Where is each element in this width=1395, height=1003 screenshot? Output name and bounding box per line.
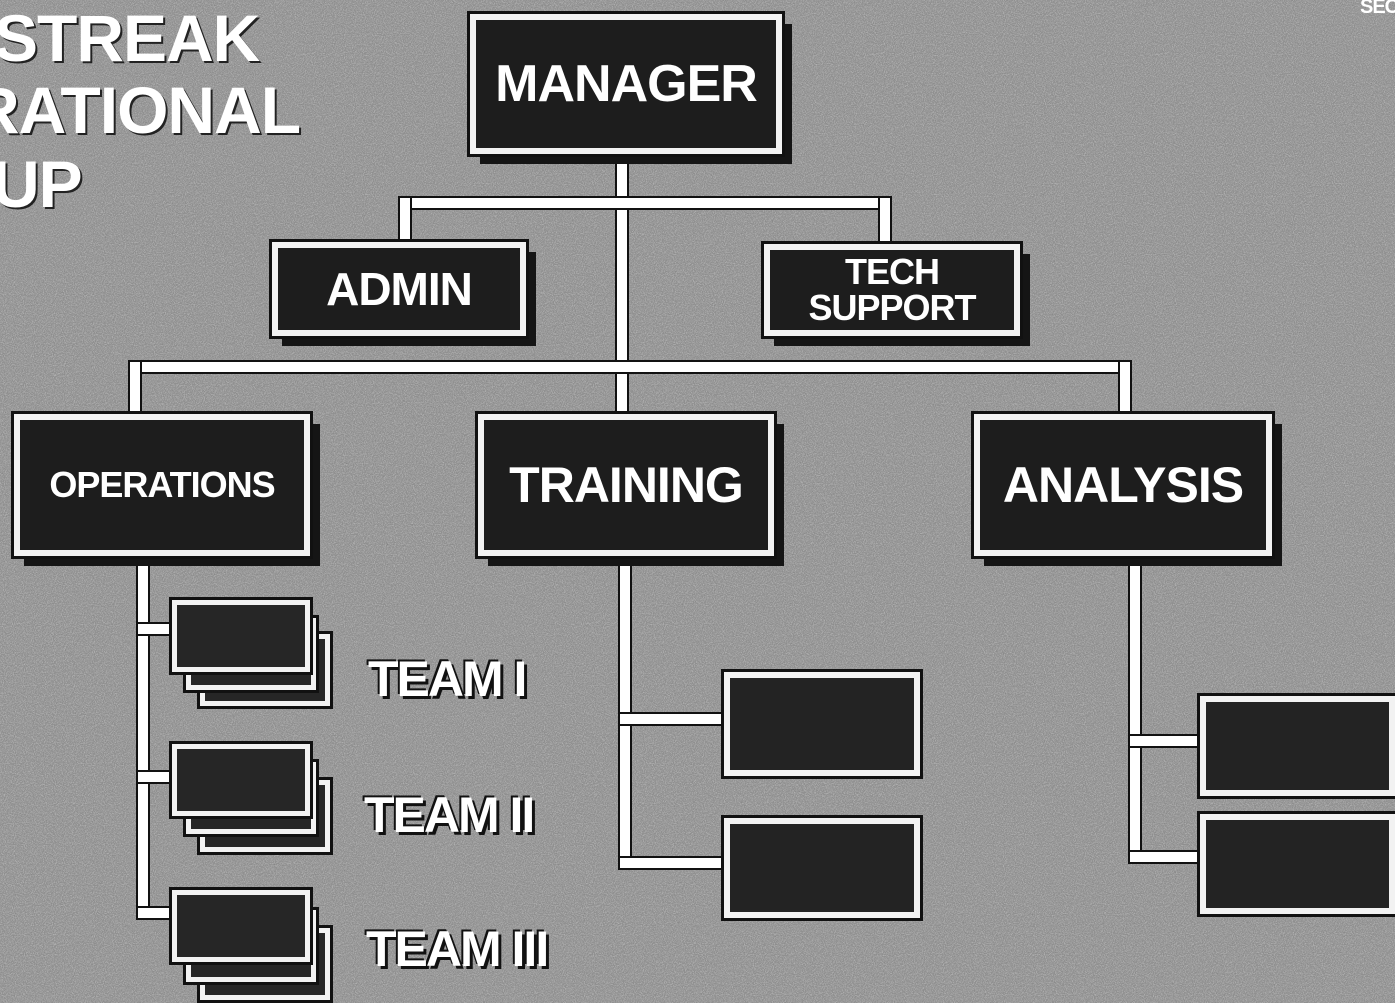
manager-box: MANAGER — [467, 11, 785, 157]
team3-label: TEAM III — [366, 921, 549, 977]
connector-analysis-stem — [1128, 550, 1142, 864]
connector-operations-stem — [136, 550, 150, 920]
training-unit-1 — [721, 669, 923, 779]
team1-card-front — [169, 597, 313, 675]
connector-training-unit2 — [618, 856, 734, 870]
admin-label: ADMIN — [326, 263, 473, 315]
tech-support-box: TECH SUPPORT — [761, 241, 1023, 339]
tech-label: TECH — [845, 251, 940, 292]
operations-label: OPERATIONS — [49, 464, 275, 505]
training-box: TRAINING — [475, 411, 777, 559]
title-line-1: STREAK — [0, 1, 260, 75]
analysis-label: ANALYSIS — [1002, 457, 1244, 513]
analysis-box: ANALYSIS — [971, 411, 1275, 559]
operations-box: OPERATIONS — [11, 411, 313, 559]
team2-card-front — [169, 741, 313, 819]
corner-text: SEC — [1360, 0, 1395, 18]
team3-card-front — [169, 887, 313, 965]
connector-training-unit1 — [618, 712, 734, 726]
analysis-unit-1 — [1197, 693, 1395, 799]
analysis-unit-2 — [1197, 811, 1395, 917]
connector-staff-bar — [398, 196, 892, 210]
title-line-2: RATIONAL — [0, 73, 301, 147]
connector-training-stem — [618, 550, 632, 870]
connector-manager-trunk — [615, 150, 629, 424]
title-line-3: UP — [0, 147, 83, 221]
manager-label: MANAGER — [495, 55, 758, 113]
training-label: TRAINING — [509, 457, 744, 513]
team1-label: TEAM I — [368, 651, 527, 707]
training-unit-2 — [721, 815, 923, 921]
support-label: SUPPORT — [808, 287, 976, 328]
admin-box: ADMIN — [269, 239, 529, 339]
connector-division-bar — [128, 360, 1132, 374]
team2-label: TEAM II — [364, 787, 535, 843]
